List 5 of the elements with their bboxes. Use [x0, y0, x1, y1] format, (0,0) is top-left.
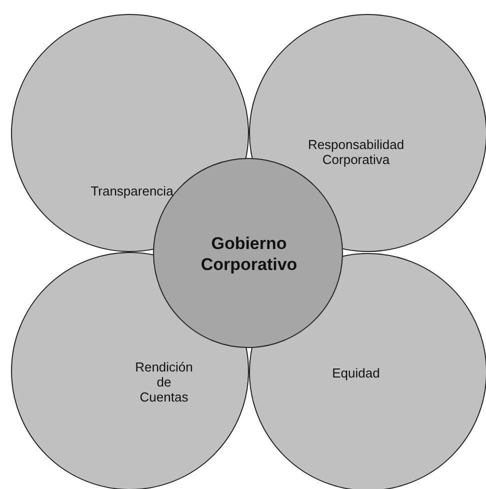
- node-label: Equidad: [331, 366, 381, 380]
- node-label: Responsabilidad Corporativa: [306, 137, 406, 167]
- node-label: Gobierno Corporativo: [200, 233, 298, 275]
- node-label: Rendición de Cuentas: [134, 360, 194, 404]
- node-label: Transparencia: [90, 184, 174, 198]
